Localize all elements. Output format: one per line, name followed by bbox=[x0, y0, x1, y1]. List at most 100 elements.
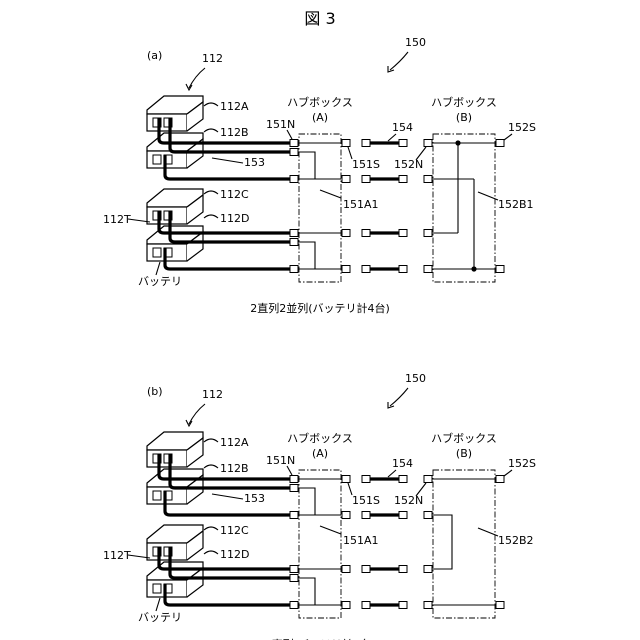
hub-a-out-connector bbox=[342, 566, 350, 573]
hub-a-in-connector bbox=[290, 512, 298, 519]
hub-b-in-connector bbox=[424, 566, 432, 573]
hub-b-out-connector bbox=[496, 140, 504, 147]
battery-word-leader bbox=[156, 262, 160, 275]
system-ref-arrow bbox=[390, 388, 408, 406]
ref-154: 154 bbox=[392, 121, 413, 134]
battery-word-leader bbox=[156, 598, 160, 611]
hub-a-out-connector bbox=[342, 602, 350, 609]
hub-a-in-connector bbox=[290, 485, 298, 492]
ref-152s-leader bbox=[504, 470, 512, 476]
battery-leader bbox=[204, 551, 218, 554]
cable-154-end bbox=[399, 602, 407, 609]
ref-154-leader bbox=[388, 134, 396, 141]
hub-a-out-connector bbox=[342, 266, 350, 273]
hub-b-title: ハブボックス bbox=[431, 431, 497, 445]
junction-dot bbox=[455, 140, 460, 145]
hub-a-in-connector bbox=[290, 575, 298, 582]
battery-ref-112b: 112B bbox=[220, 462, 249, 475]
cable-154-end bbox=[399, 140, 407, 147]
hub-b-in-connector bbox=[424, 512, 432, 519]
cable-154-end bbox=[362, 566, 370, 573]
hub-a-out-connector bbox=[342, 140, 350, 147]
battery-leader bbox=[204, 129, 218, 132]
ref-154-leader bbox=[388, 470, 396, 477]
cable-154-end bbox=[362, 140, 370, 147]
cable-154-end bbox=[399, 476, 407, 483]
cable-leader bbox=[212, 158, 243, 163]
ref-151s: 151S bbox=[352, 494, 380, 507]
cable-154-end bbox=[362, 176, 370, 183]
hub-box-b bbox=[433, 470, 495, 618]
hub-b-title: ハブボックス bbox=[431, 95, 497, 109]
hub-box-b bbox=[433, 134, 495, 282]
ref-152n: 152N bbox=[394, 494, 423, 507]
battery-ref-112d: 112D bbox=[220, 212, 249, 225]
hub-b-in-connector bbox=[424, 140, 432, 147]
panel-b: (b)112150112A112B112C112D112Tバッテリ153ハブボッ… bbox=[103, 372, 536, 640]
hub-a-in-connector bbox=[290, 176, 298, 183]
terminal-ref-112t: 112T bbox=[103, 549, 131, 562]
figure-title: 図 3 bbox=[304, 9, 335, 28]
hub-b-in-connector bbox=[424, 266, 432, 273]
cable-154-end bbox=[399, 266, 407, 273]
battery-leader bbox=[204, 465, 218, 468]
hub-a-jumper bbox=[298, 488, 315, 515]
battery-leader bbox=[204, 439, 218, 442]
hub-b-out-connector bbox=[496, 476, 504, 483]
battery-word: バッテリ bbox=[138, 275, 182, 288]
battery-leader bbox=[204, 215, 218, 218]
battery-ref-112c: 112C bbox=[220, 188, 249, 201]
system-ref-150: 150 bbox=[405, 36, 426, 49]
battery-112a bbox=[147, 432, 203, 467]
battery-ref-112a: 112A bbox=[220, 100, 249, 113]
hub-a-in-connector bbox=[290, 602, 298, 609]
cable-154-end bbox=[362, 230, 370, 237]
hub-a-out-connector bbox=[342, 512, 350, 519]
cable-154-end bbox=[399, 230, 407, 237]
battery-terminal bbox=[153, 248, 161, 257]
battery-112c bbox=[147, 189, 203, 224]
hub-a-in-connector bbox=[290, 149, 298, 156]
hub-a-in-connector bbox=[290, 239, 298, 246]
ref-152b: 152B1 bbox=[498, 198, 534, 211]
hub-a-jumper bbox=[298, 578, 315, 605]
hub-a-in-connector bbox=[290, 230, 298, 237]
group-ref-112: 112 bbox=[202, 52, 223, 65]
hub-box-a bbox=[299, 470, 341, 618]
battery-112c bbox=[147, 525, 203, 560]
ref-151a: 151A1 bbox=[343, 198, 379, 211]
hub-a-jumper bbox=[298, 152, 315, 179]
ref-151n: 151N bbox=[266, 118, 295, 131]
hub-a-in-connector bbox=[290, 566, 298, 573]
ref-152s: 152S bbox=[508, 121, 536, 134]
cable-ref-153: 153 bbox=[244, 492, 265, 505]
hub-a-title: ハブボックス bbox=[287, 95, 353, 109]
hub-a-out-connector bbox=[342, 476, 350, 483]
hub-b-out-connector bbox=[496, 602, 504, 609]
cable-154-end bbox=[362, 512, 370, 519]
hub-a-title: ハブボックス bbox=[287, 431, 353, 445]
cable-154-end bbox=[399, 512, 407, 519]
terminal-ref-112t: 112T bbox=[103, 213, 131, 226]
hub-b-sub: (B) bbox=[456, 111, 472, 124]
hub-a-sub: (A) bbox=[312, 111, 328, 124]
junction-dot bbox=[471, 266, 476, 271]
hub-a-jumper bbox=[298, 242, 315, 269]
ref-151a-leader bbox=[320, 190, 341, 198]
battery-word: バッテリ bbox=[138, 611, 182, 624]
battery-ref-112c: 112C bbox=[220, 524, 249, 537]
ref-151n: 151N bbox=[266, 454, 295, 467]
battery-ref-112b: 112B bbox=[220, 126, 249, 139]
cable-154-end bbox=[399, 176, 407, 183]
ref-151n-leader bbox=[287, 130, 292, 139]
battery-ref-112d: 112D bbox=[220, 548, 249, 561]
ref-151s-leader bbox=[348, 483, 352, 495]
hub-a-in-connector bbox=[290, 266, 298, 273]
battery-112a bbox=[147, 96, 203, 131]
ref-151a: 151A1 bbox=[343, 534, 379, 547]
group-ref-112: 112 bbox=[202, 388, 223, 401]
system-ref-arrow bbox=[390, 52, 408, 70]
hub-b-in-connector bbox=[424, 230, 432, 237]
hub-b-in-connector bbox=[424, 602, 432, 609]
